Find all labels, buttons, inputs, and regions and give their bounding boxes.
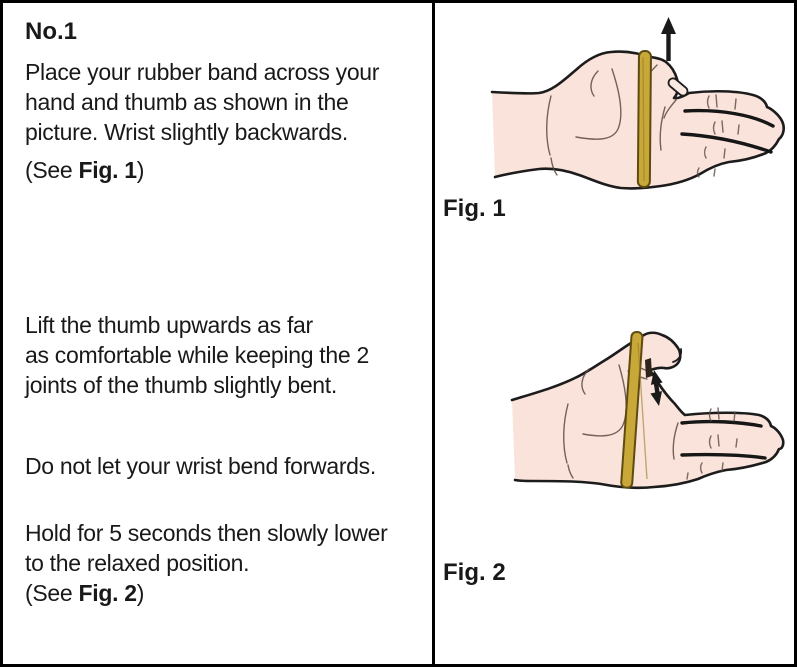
fig-1-ref-bold: Fig. 1 <box>78 157 137 183</box>
instruction-paragraph-1: Place your rubber band across your hand … <box>25 59 380 145</box>
fig1-hand-illustration <box>490 17 785 190</box>
fig2-caption: Fig. 2 <box>443 559 506 586</box>
finger-crease-marks <box>686 407 738 480</box>
rubber-band <box>620 330 648 489</box>
finger-crease-marks <box>696 94 740 178</box>
instructions-panel: No.1 Place your rubber band across your … <box>3 3 432 664</box>
thumbnail <box>672 348 683 363</box>
fig1-caption: Fig. 1 <box>443 195 506 222</box>
instruction-paragraph-3: Do not let your wrist bend forwards. <box>25 453 376 479</box>
figures-panel: Fig. 1 <box>435 3 794 664</box>
panel-divider <box>432 3 435 664</box>
exercise-number-heading: No.1 <box>25 18 78 45</box>
skin-creases <box>546 64 677 176</box>
instruction-paragraph-4: Hold for 5 seconds then slowly lower to … <box>25 518 424 608</box>
thumbnail <box>667 77 689 97</box>
rubber-band <box>636 49 652 188</box>
hand-outline <box>510 331 785 490</box>
see-fig-2-reference: (See Fig. 2) <box>25 580 145 606</box>
finger-separation-lines <box>680 419 767 460</box>
hand-illustration <box>490 17 785 190</box>
see-fig-1-reference: (See Fig. 1) <box>25 157 145 183</box>
thumb-band-gap-shadow <box>645 358 652 378</box>
instruction-paragraph-2: Lift the thumb upwards as far as comfort… <box>25 312 369 398</box>
fig-2-ref-bold: Fig. 2 <box>78 580 137 606</box>
finger-separation-lines <box>680 108 775 154</box>
double-arrow-icon <box>650 370 663 406</box>
hand-illustration <box>510 330 785 490</box>
fig2-hand-illustration <box>510 330 785 490</box>
up-arrow-icon <box>661 17 676 61</box>
